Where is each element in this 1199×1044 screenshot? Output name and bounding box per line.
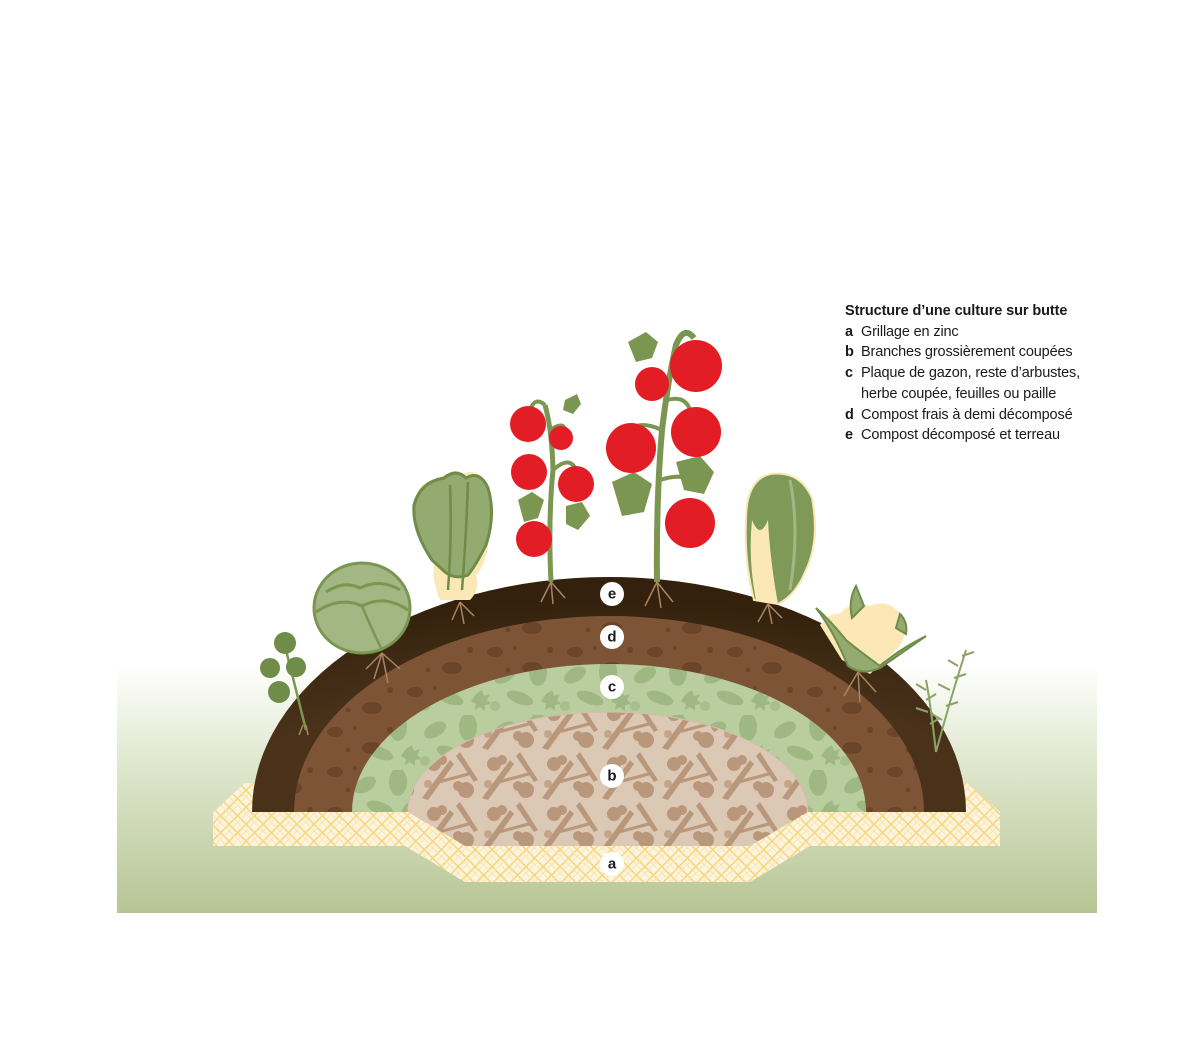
cabbage-icon [312,561,412,684]
legend-key: e [845,427,854,444]
legend-text: Compost frais à demi décomposé [861,406,1073,423]
svg-text:d: d [607,629,616,646]
legend-item-c: c Plaque de gazon, reste d’arbustes, [845,363,1125,384]
chinese-cabbage-icon [744,472,816,625]
label-c: c [600,675,624,699]
legend-key: d [845,406,854,423]
legend-text: Branches grossièrement coupées [861,344,1073,361]
legend-title: Structure d’une culture sur butte [845,303,1068,319]
legend-text: Compost décomposé et terreau [861,427,1060,444]
cauliflower-icon [815,583,927,703]
legend-item-d: d Compost frais à demi décomposé [845,405,1125,426]
svg-text:e: e [608,586,616,603]
svg-text:b: b [607,768,616,785]
legend-text: herbe coupée, feuilles ou paille [861,385,1057,402]
tomato-plant-icon [606,329,722,609]
legend-item-c-continued: herbe coupée, feuilles ou paille [845,384,1125,405]
cilantro-icon [260,632,309,736]
cherry-tomato-plant-icon [510,394,594,605]
legend-key: a [845,323,854,340]
bok-choy-icon [412,471,493,625]
svg-text:a: a [608,856,617,873]
rosemary-icon [915,649,975,753]
legend-item-b: b Branches grossièrement coupées [845,342,1125,363]
legend-text: Plaque de gazon, reste d’arbustes, [861,365,1080,382]
label-e: e [600,582,624,606]
legend-key [845,384,861,405]
legend-item-e: e Compost décomposé et terreau [845,425,1125,446]
legend-key: b [845,344,854,361]
svg-text:c: c [608,679,616,696]
label-b: b [600,764,624,788]
legend-item-a: a Grillage en zinc [845,322,1125,343]
label-d: d [600,625,624,649]
legend: Structure d’une culture sur butte a Gril… [845,301,1125,446]
label-a: a [600,852,624,876]
legend-text: Grillage en zinc [861,323,959,340]
legend-key: c [845,365,854,382]
